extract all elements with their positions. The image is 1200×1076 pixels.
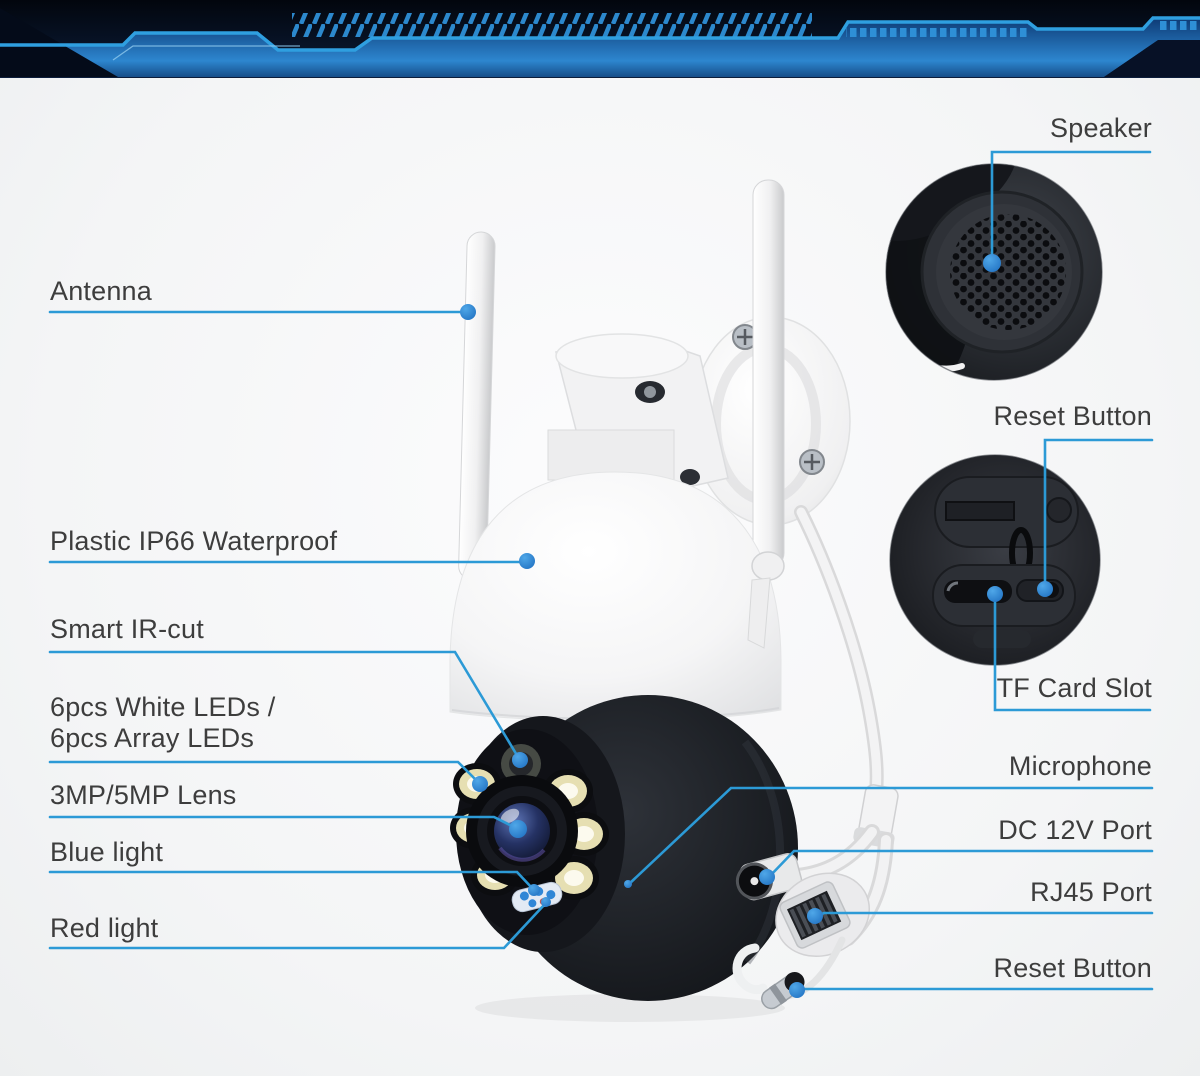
banner-thin-line: [112, 45, 300, 61]
cable-hook: [732, 943, 768, 995]
leader-reset-top: [1043, 438, 1154, 588]
label-rj45-port: RJ45 Port: [1030, 877, 1152, 907]
leader-dc-port: [767, 849, 1154, 879]
banner-left-shade: [0, 8, 118, 77]
leader-lines: [48, 150, 1154, 991]
label-leds-line2: 6pcs Array LEDs: [50, 723, 255, 753]
label-blue-light: Blue light: [50, 837, 164, 867]
inset-upper-panel: [934, 476, 1079, 548]
banner-circuit-line: [0, 16, 1200, 52]
leader-speaker: [990, 150, 1152, 263]
dot-blue-light: [528, 884, 540, 896]
blue-led: [519, 891, 529, 901]
blue-led: [528, 899, 537, 908]
dot-leds: [472, 776, 488, 792]
dot-waterproof: [519, 553, 535, 569]
cable-upper: [794, 505, 884, 799]
speaker-inset-photo: [885, 163, 1103, 381]
dot-speaker: [983, 254, 1001, 272]
label-speaker: Speaker: [1050, 113, 1152, 143]
antenna-right: [752, 179, 785, 569]
label-leds-line1: 6pcs White LEDs /: [50, 692, 276, 722]
leader-leds: [48, 760, 479, 783]
banner-hatch-stripes: [292, 13, 812, 37]
dot-reset-top: [1037, 581, 1053, 597]
label-dc-port: DC 12V Port: [998, 815, 1152, 845]
pointer-dots: [460, 254, 1053, 998]
bottom-inset-photo: [889, 454, 1101, 666]
label-antenna: Antenna: [50, 276, 152, 306]
leader-ir-cut: [48, 650, 520, 759]
leader-blue-light: [48, 870, 534, 890]
dot-antenna: [460, 304, 476, 320]
dot-red-light: [541, 897, 551, 907]
banner-dash-row-right: [1160, 21, 1200, 30]
dot-ir-cut: [512, 752, 528, 768]
dot-rj45: [807, 908, 823, 924]
label-leds: 6pcs White LEDs / 6pcs Array LEDs: [50, 692, 275, 754]
banner-dash-row: [846, 28, 1028, 37]
dot-reset-bottom: [789, 982, 805, 998]
dot-dc-port: [759, 869, 775, 885]
camera-shadow: [475, 994, 785, 1022]
blue-led: [546, 890, 556, 900]
label-red-light: Red light: [50, 913, 159, 943]
mount-screw-top: [732, 324, 758, 350]
leader-lens: [48, 815, 518, 830]
reset-button-tip: [761, 972, 805, 1010]
tech-banner: [0, 0, 1200, 78]
label-lens: 3MP/5MP Lens: [50, 780, 237, 810]
label-tf-card-slot: TF Card Slot: [996, 673, 1152, 703]
leader-red-light: [48, 902, 547, 950]
dot-tf-card: [987, 586, 1003, 602]
dot-lens: [509, 820, 527, 838]
mount-screw-bottom: [799, 449, 825, 475]
label-microphone: Microphone: [1008, 751, 1152, 781]
banner-right-shade: [1104, 40, 1200, 77]
label-ir-cut: Smart IR-cut: [50, 614, 204, 644]
inset-button-hole: [1046, 497, 1072, 523]
leader-microphone: [627, 786, 1154, 886]
inset-lower-panel: [932, 564, 1076, 627]
antenna-hinge: [747, 551, 785, 649]
speaker-grille-holes: [950, 214, 1066, 330]
label-reset-button-bottom: Reset Button: [993, 953, 1152, 983]
dot-microphone: [624, 880, 632, 888]
label-waterproof: Plastic IP66 Waterproof: [50, 526, 338, 556]
camera-illustration: [449, 179, 899, 1022]
leader-tf-card: [993, 594, 1152, 712]
label-reset-button-top: Reset Button: [993, 401, 1152, 431]
